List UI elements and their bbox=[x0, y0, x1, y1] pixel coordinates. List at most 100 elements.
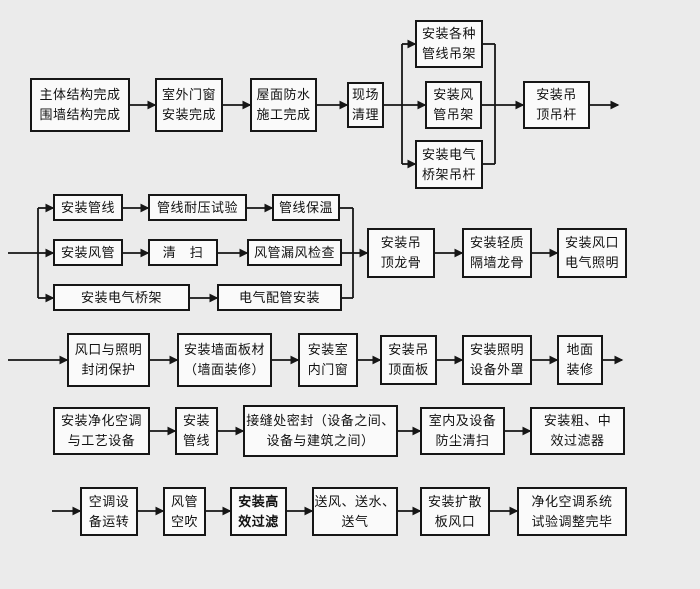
node-seal-joints: 接缝处密封（设备之间、设备与建筑之间） bbox=[243, 405, 398, 457]
node-label: 接缝处密封（设备之间、 bbox=[246, 413, 395, 428]
node-install-cleanroom-ac-process-equipment: 安装净化空调与工艺设备 bbox=[53, 407, 150, 455]
node-label: 安装粗、中 bbox=[543, 413, 612, 428]
node-indoor-equipment-dust-cleaning: 室内及设备防尘清扫 bbox=[420, 407, 505, 455]
node-label: 主体结构完成 bbox=[39, 87, 121, 102]
node-install-wall-panels: 安装墙面板材 （墙面装修） bbox=[177, 333, 272, 387]
node-install-ceiling-keel: 安装吊顶龙骨 bbox=[367, 228, 435, 278]
node-exterior-doors-windows-installed: 室外门窗安装完成 bbox=[155, 78, 223, 132]
node-label: 安装轻质 bbox=[469, 235, 524, 250]
node-install-cable-tray-rods: 安装电气桥架吊杆 bbox=[415, 140, 483, 189]
node-install-pipelines: 安装管线 bbox=[53, 194, 123, 221]
node-label: 安装风口 bbox=[564, 235, 619, 250]
node-label: 安装完成 bbox=[161, 107, 216, 122]
node-label: 施工完成 bbox=[256, 107, 311, 122]
node-install-air-ducts: 安装风管 bbox=[53, 239, 123, 266]
node-label: 安装电气 bbox=[421, 146, 476, 162]
node-label: 电气照明 bbox=[564, 255, 619, 270]
node-duct-cleaning: 清 扫 bbox=[148, 239, 218, 266]
node-label: 效过滤 bbox=[238, 513, 279, 529]
node-roof-waterproofing-complete: 屋面防水施工完成 bbox=[250, 78, 317, 132]
node-label: 设备外罩 bbox=[469, 362, 524, 377]
node-electrical-conduit-installation: 电气配管安装 bbox=[217, 284, 342, 311]
node-install-outlets-electrical-lighting: 安装风口电气照明 bbox=[557, 228, 627, 278]
node-outlet-lighting-sealed-protection: 风口与照明封闭保护 bbox=[67, 333, 150, 387]
node-label: 屋面防水 bbox=[256, 87, 311, 102]
node-label: 安装电气桥架 bbox=[80, 289, 162, 305]
node-label: 安装高 bbox=[238, 493, 279, 509]
node-install-ceiling-panels: 安装吊顶面板 bbox=[380, 335, 437, 385]
node-label: 试验调整完毕 bbox=[531, 513, 613, 529]
node-label: 安装各种 bbox=[421, 26, 476, 41]
node-pipeline-pressure-test: 管线耐压试验 bbox=[148, 194, 247, 221]
node-label: 管吊架 bbox=[433, 107, 474, 122]
node-label: 送风、送水、 bbox=[314, 493, 396, 509]
node-label: 装修 bbox=[566, 362, 594, 377]
node-label: 防尘清扫 bbox=[435, 433, 490, 448]
node-supply-air-water-gas: 送风、送水、送气 bbox=[312, 487, 398, 536]
node-label: 送气 bbox=[341, 513, 369, 529]
node-label: 效过滤器 bbox=[550, 433, 605, 448]
node-cleanroom-system-testing-complete: 净化空调系统试验调整完毕 bbox=[517, 487, 627, 536]
node-label: 安装扩散 bbox=[427, 493, 482, 509]
node-label: 隔墙龙骨 bbox=[469, 255, 524, 270]
node-duct-air-blowing: 风管空吹 bbox=[163, 487, 206, 536]
node-label: 围墙结构完成 bbox=[39, 107, 121, 122]
node-label: 安装风 bbox=[433, 87, 474, 102]
node-label: 安装风管 bbox=[60, 244, 115, 260]
node-label: 风管漏风检查 bbox=[253, 244, 335, 260]
node-label: 安装吊 bbox=[388, 342, 429, 357]
node-label: 风管 bbox=[170, 493, 198, 509]
node-label: 安装墙面板材 bbox=[183, 342, 265, 357]
node-label: 内门窗 bbox=[307, 362, 349, 377]
node-label: 顶龙骨 bbox=[380, 255, 422, 270]
node-label: 管线 bbox=[182, 433, 210, 448]
node-label: 管线保温 bbox=[278, 199, 333, 215]
node-label: 清 扫 bbox=[162, 244, 204, 260]
node-label: 室外门窗 bbox=[161, 87, 216, 102]
node-install-lightweight-partition-keel: 安装轻质隔墙龙骨 bbox=[462, 228, 532, 278]
node-pipeline-insulation: 管线保温 bbox=[272, 194, 340, 221]
node-label: 室内及设备 bbox=[428, 413, 497, 428]
node-install-piping: 安装管线 bbox=[175, 407, 218, 455]
node-label: （墙面装修） bbox=[183, 362, 265, 377]
node-label: 顶吊杆 bbox=[536, 107, 577, 122]
node-label: 现场 bbox=[351, 87, 379, 102]
node-label: 安装管线 bbox=[60, 199, 115, 215]
node-label: 与工艺设备 bbox=[67, 433, 136, 448]
node-floor-finishing: 地面装修 bbox=[557, 335, 603, 385]
node-install-lighting-covers: 安装照明设备外罩 bbox=[462, 335, 532, 385]
node-label: 空吹 bbox=[170, 513, 198, 529]
node-label: 安装 bbox=[182, 413, 210, 428]
node-label: 清理 bbox=[351, 107, 379, 122]
node-label: 安装照明 bbox=[469, 342, 524, 357]
node-label: 电气配管安装 bbox=[238, 289, 320, 305]
node-label: 封闭保护 bbox=[81, 362, 136, 377]
node-install-ceiling-suspension-rods: 安装吊顶吊杆 bbox=[523, 81, 590, 129]
node-label: 管线吊架 bbox=[421, 46, 476, 61]
node-label: 风口与照明 bbox=[74, 342, 143, 357]
node-ac-equipment-operation: 空调设备运转 bbox=[80, 487, 138, 536]
node-label: 板风口 bbox=[434, 513, 476, 529]
node-install-hepa-filters: 安装高效过滤 bbox=[230, 487, 287, 536]
node-install-cable-trays: 安装电气桥架 bbox=[53, 284, 190, 311]
node-label: 管线耐压试验 bbox=[156, 199, 238, 215]
node-label: 安装吊 bbox=[380, 235, 422, 250]
node-label: 备运转 bbox=[88, 513, 130, 529]
node-site-cleanup: 现场清理 bbox=[347, 82, 384, 128]
node-label: 安装吊 bbox=[536, 87, 577, 102]
node-duct-leak-inspection: 风管漏风检查 bbox=[247, 239, 342, 266]
node-label: 净化空调系统 bbox=[531, 493, 613, 509]
node-install-coarse-medium-filters: 安装粗、中效过滤器 bbox=[530, 407, 625, 455]
node-label: 顶面板 bbox=[388, 362, 429, 377]
node-label: 地面 bbox=[566, 342, 594, 357]
node-install-interior-doors-windows: 安装室内门窗 bbox=[298, 333, 358, 387]
node-install-pipeline-hangers: 安装各种管线吊架 bbox=[415, 20, 483, 68]
node-label: 安装净化空调 bbox=[60, 413, 142, 428]
node-label: 桥架吊杆 bbox=[421, 166, 476, 182]
node-install-diffuser-outlets: 安装扩散板风口 bbox=[420, 487, 490, 536]
node-label: 设备与建筑之间） bbox=[266, 433, 375, 448]
node-main-enclosure-structure-complete: 主体结构完成围墙结构完成 bbox=[30, 78, 130, 132]
node-label: 安装室 bbox=[307, 342, 349, 357]
